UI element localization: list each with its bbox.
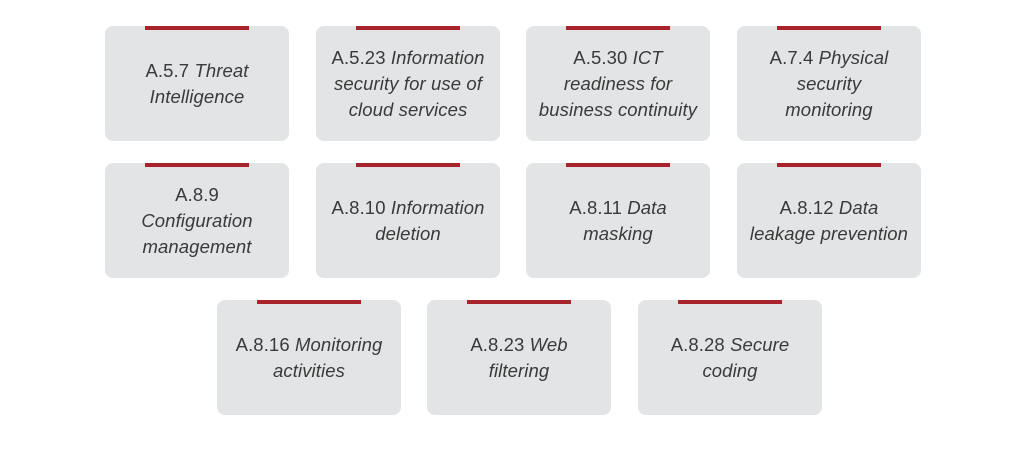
control-name: Monitoring activities — [273, 333, 383, 381]
control-code: A.5.30 — [573, 46, 628, 68]
control-label: A.8.28 Secure coding — [665, 332, 795, 384]
control-name: Physical security monitoring — [785, 46, 889, 120]
control-label: A.8.9 Configuration management — [132, 182, 262, 260]
control-label: A.5.7 Threat Intelligence — [122, 58, 272, 110]
control-card-physical-monitoring: A.7.4 Physical security monitoring — [737, 26, 921, 141]
control-name: Configuration management — [141, 209, 253, 257]
control-code: A.8.23 — [470, 333, 525, 355]
control-card-threat-intelligence: A.5.7 Threat Intelligence — [105, 26, 289, 141]
control-card-monitoring-activities: A.8.16 Monitoring activities — [217, 300, 401, 415]
control-code: A.8.16 — [235, 333, 290, 355]
accent-bar — [566, 26, 670, 30]
control-code: A.8.11 — [569, 196, 622, 218]
control-label: A.8.11 Data masking — [558, 195, 678, 247]
control-code: A.5.7 — [145, 59, 190, 81]
control-card-configuration-management: A.8.9 Configuration management — [105, 163, 289, 278]
control-code: A.7.4 — [769, 46, 814, 68]
control-code: A.8.9 — [175, 183, 219, 205]
control-label: A.8.16 Monitoring activities — [225, 332, 393, 384]
control-name: Data leakage prevention — [749, 196, 909, 244]
accent-bar — [566, 163, 670, 167]
control-card-ict-readiness: A.5.30 ICT readiness for business contin… — [526, 26, 710, 141]
control-label: A.7.4 Physical security monitoring — [754, 45, 904, 123]
control-code: A.8.10 — [331, 196, 386, 218]
control-code: A.5.23 — [331, 46, 386, 68]
accent-bar — [777, 26, 881, 30]
control-name: Information deletion — [375, 196, 485, 244]
control-name: Information security for use of cloud se… — [334, 46, 485, 120]
control-name: Web filtering — [488, 333, 568, 381]
control-card-information-deletion: A.8.10 Information deletion — [316, 163, 500, 278]
accent-bar — [777, 163, 881, 167]
control-card-secure-coding: A.8.28 Secure coding — [638, 300, 822, 415]
control-label: A.8.10 Information deletion — [324, 195, 492, 247]
control-label: A.5.30 ICT readiness for business contin… — [534, 45, 702, 123]
control-name: Secure coding — [702, 333, 790, 381]
control-code: A.8.28 — [670, 333, 725, 355]
control-label: A.5.23 Information security for use of c… — [324, 45, 492, 123]
control-card-data-leakage-prevention: A.8.12 Data leakage prevention — [737, 163, 921, 278]
accent-bar — [678, 300, 782, 304]
control-card-web-filtering: A.8.23 Web filtering — [427, 300, 611, 415]
control-name: Threat Intelligence — [149, 59, 249, 107]
control-name: ICT readiness for business continuity — [538, 46, 698, 120]
accent-bar — [145, 163, 249, 167]
accent-bar — [145, 26, 249, 30]
control-name: Data masking — [583, 196, 667, 244]
control-card-data-masking: A.8.11 Data masking — [526, 163, 710, 278]
accent-bar — [356, 163, 460, 167]
control-label: A.8.23 Web filtering — [459, 332, 579, 384]
control-code: A.8.12 — [779, 196, 834, 218]
control-label: A.8.12 Data leakage prevention — [745, 195, 913, 247]
accent-bar — [467, 300, 571, 304]
accent-bar — [356, 26, 460, 30]
accent-bar — [257, 300, 361, 304]
control-card-cloud-security: A.5.23 Information security for use of c… — [316, 26, 500, 141]
